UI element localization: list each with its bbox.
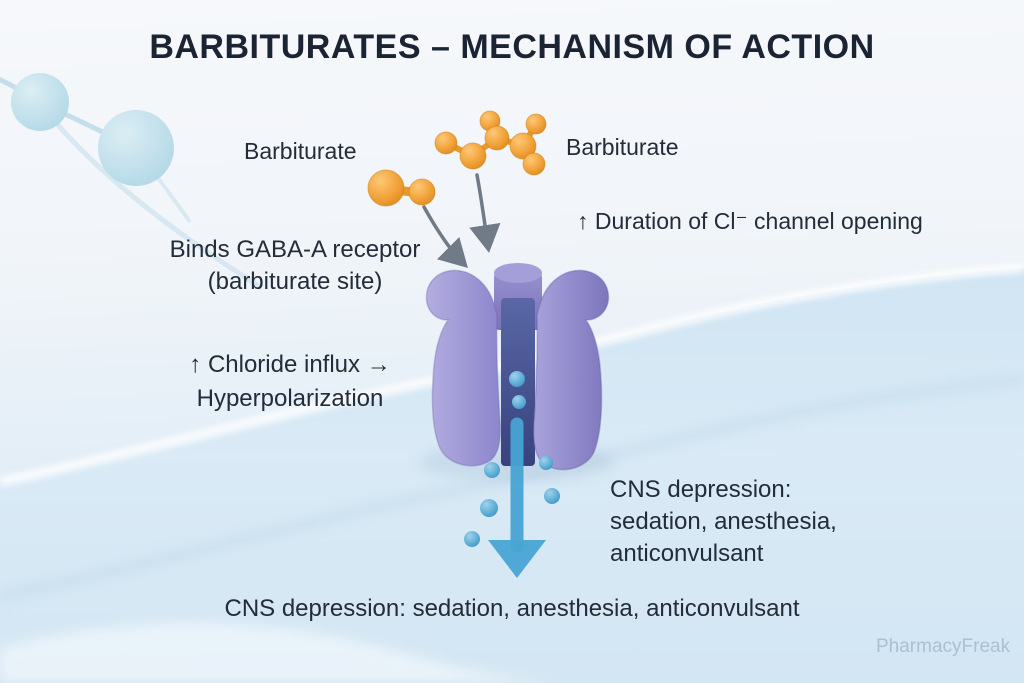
background-molecule-icon [0, 73, 264, 291]
binds-line-2: (barbiturate site) [207, 268, 383, 295]
orange-molecule-chain-icon [434, 110, 547, 176]
barbiturate-label-right: Barbiturate [566, 134, 679, 160]
chloride-ion-dots-icon [512, 395, 526, 409]
duration-channel-opening-label: ↑ Duration of Cl⁻ channel opening [577, 208, 923, 234]
orange-molecule-pair-icon [367, 169, 436, 207]
binds-line-1: Binds GABA-A receptor [169, 236, 421, 263]
cns-depression-label: CNS depression: sedation, anesthesia, an… [610, 474, 837, 570]
watermark-brand: PharmacyFreak [876, 636, 1011, 657]
barbiturate-label-left: Barbiturate [244, 138, 357, 164]
downward-flux-arrow-icon [464, 417, 560, 578]
chloride-line-1: ↑ Chloride influx → [189, 351, 391, 378]
chloride-line-2: Hyperpolarization [196, 385, 384, 412]
cns-line-2: sedation, anesthesia, [610, 508, 837, 535]
cns-line-1: CNS depression: [610, 476, 792, 503]
binding-arrow-icon [422, 173, 501, 268]
cns-line-3: anticonvulsant [610, 540, 764, 567]
chloride-ion-dots-icon [464, 456, 560, 547]
summary-caption: CNS depression: sedation, anesthesia, an… [224, 595, 800, 622]
binds-gaba-receptor-label: Binds GABA-A receptor (barbiturate site) [140, 234, 450, 298]
page-title: BARBITURATES – MECHANISM OF ACTION [149, 28, 875, 66]
gaba-a-receptor-channel-icon [425, 263, 610, 471]
chloride-ion-dots-icon [509, 371, 525, 387]
chloride-influx-label: ↑ Chloride influx → Hyperpolarization [150, 348, 430, 416]
